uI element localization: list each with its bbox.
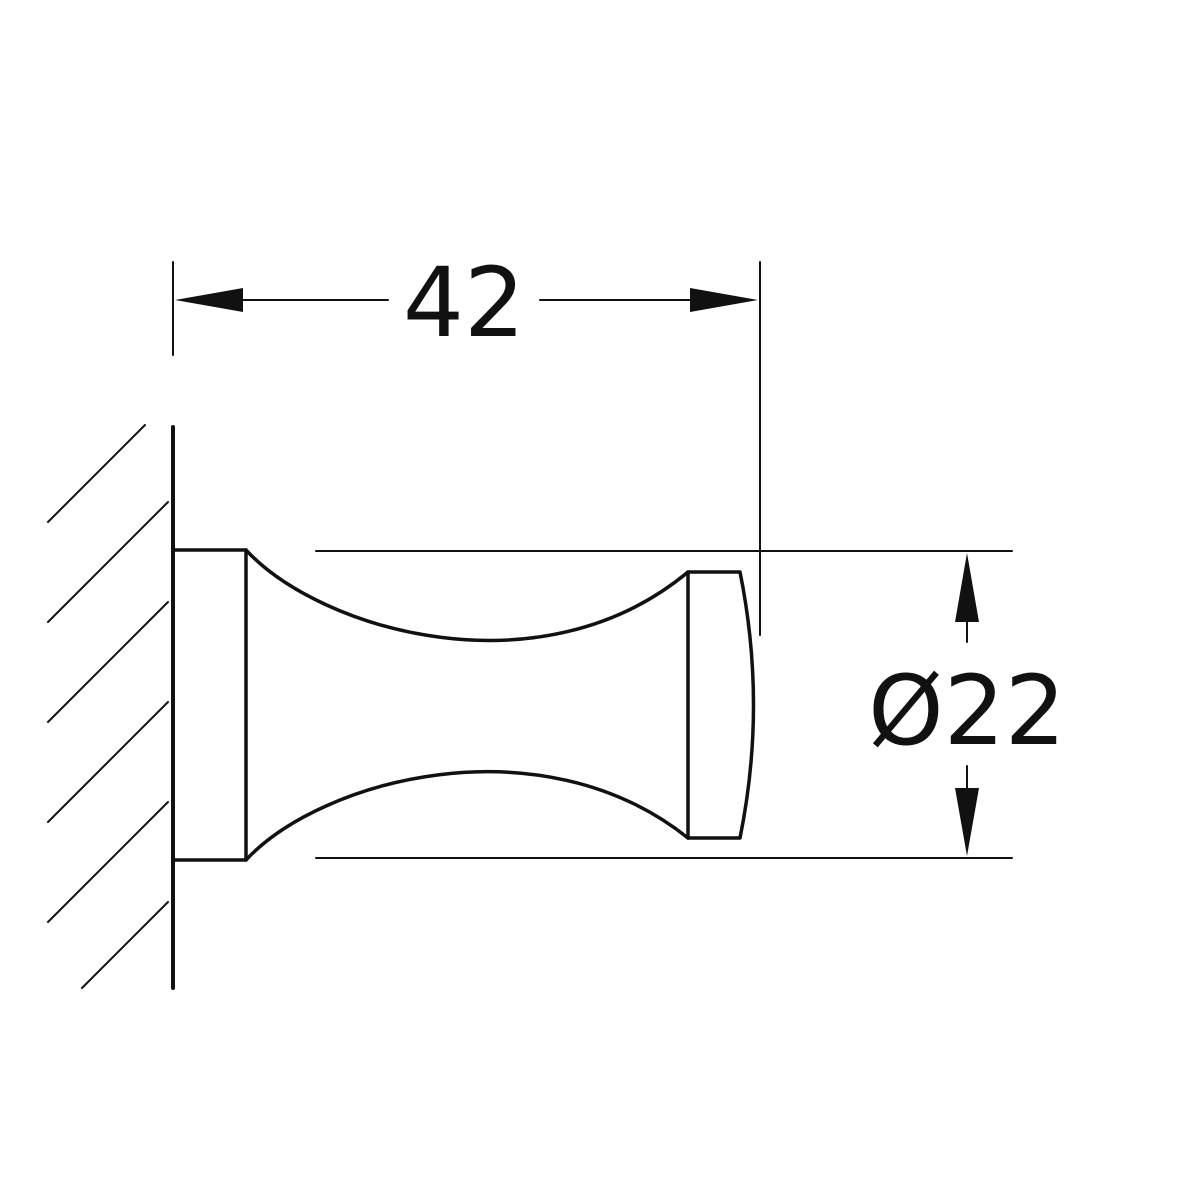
length-arrow-left xyxy=(175,288,243,312)
wall-hatching xyxy=(47,424,169,989)
length-label: 42 xyxy=(403,247,525,359)
knob-head xyxy=(686,570,756,840)
neck-bottom-curve xyxy=(244,770,690,862)
diameter-arrow-bottom xyxy=(955,788,979,856)
length-dimension: 42 xyxy=(172,247,761,636)
diameter-label: Ø22 xyxy=(868,655,1066,767)
neck-top-curve xyxy=(244,548,690,643)
base-flange xyxy=(171,548,248,862)
hook-body xyxy=(171,548,756,862)
length-arrow-right xyxy=(690,288,758,312)
diameter-arrow-top xyxy=(955,553,979,622)
diameter-dimension: Ø22 xyxy=(315,550,1066,859)
